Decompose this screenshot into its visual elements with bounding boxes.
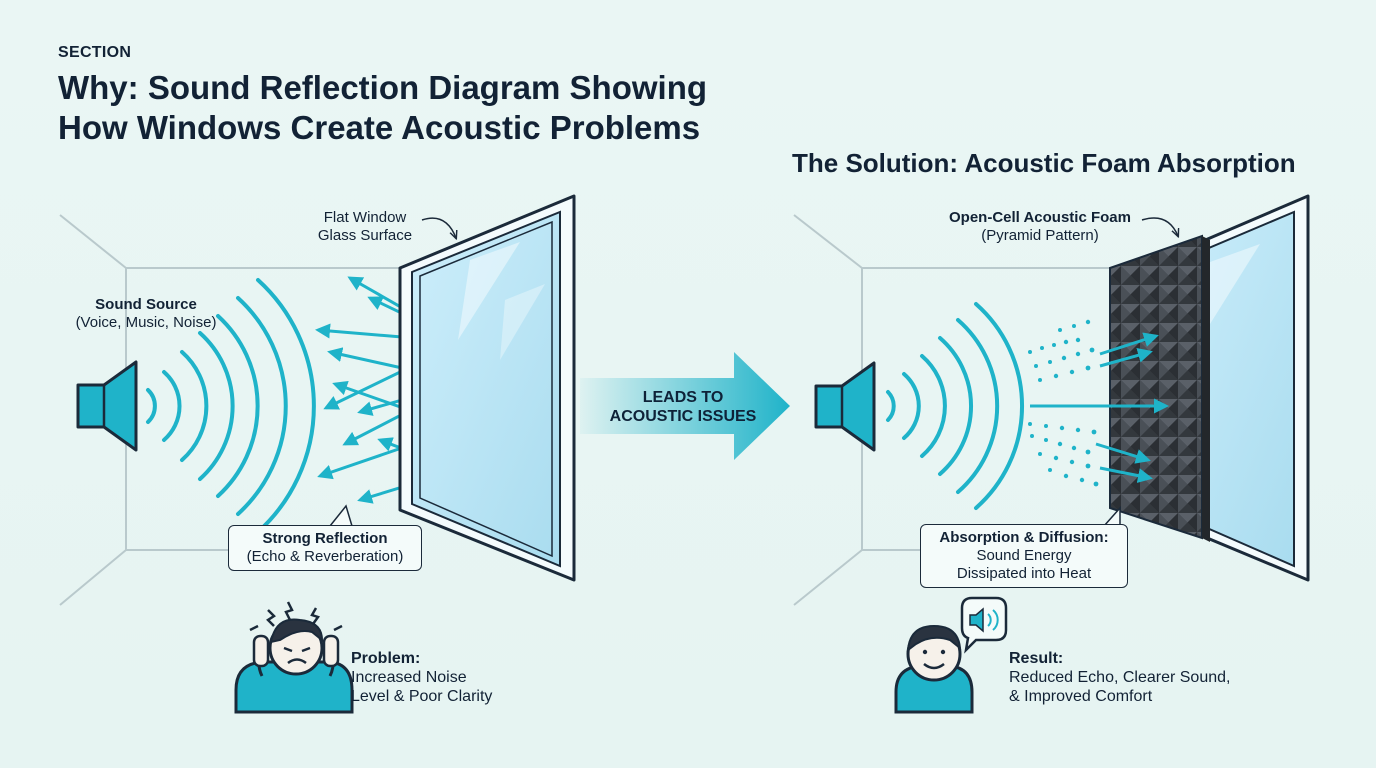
reflection-callout-pointer <box>329 504 353 527</box>
reflection-callout: Strong Reflection (Echo & Reverberation) <box>228 525 422 571</box>
page-title: Why: Sound Reflection Diagram Showing Ho… <box>58 69 708 146</box>
speaker-icon <box>76 360 138 452</box>
foam-title: Open-Cell Acoustic Foam <box>949 209 1131 226</box>
problem-line2: Level & Poor Clarity <box>351 688 493 705</box>
diffusion-particles <box>1028 319 1099 487</box>
frustrated-person-icon <box>234 601 354 714</box>
window-label-line1: Flat Window <box>323 209 407 226</box>
sound-source-label: Sound Source (Voice, Music, Noise) <box>56 296 236 332</box>
result-text: Result: Reduced Echo, Clearer Sound, & I… <box>1009 649 1230 706</box>
transition-line2: ACOUSTIC ISSUES <box>609 408 757 425</box>
reflection-title: Strong Reflection <box>262 530 388 547</box>
reflection-detail: (Echo & Reverberation) <box>246 548 404 565</box>
window-label-line2: Glass Surface <box>317 227 413 244</box>
speaker-icon-right <box>814 361 876 452</box>
happy-person-icon <box>894 624 974 714</box>
window-label: Flat Window Glass Surface <box>290 209 440 245</box>
transition-line1: LEADS TO <box>642 389 724 406</box>
absorption-arrows <box>1030 332 1169 484</box>
window-glass-icon <box>398 194 576 582</box>
result-title: Result: <box>1009 650 1064 667</box>
result-line1: Reduced Echo, Clearer Sound, <box>1009 669 1231 686</box>
absorption-line1: Sound Energy <box>976 547 1072 564</box>
result-line2: & Improved Comfort <box>1009 688 1153 705</box>
solution-title: The Solution: Acoustic Foam Absorption <box>792 148 1296 178</box>
foam-label-leader <box>1141 217 1178 236</box>
absorption-title: Absorption & Diffusion: <box>939 529 1109 546</box>
problem-text: Problem: Increased Noise Level & Poor Cl… <box>351 649 492 706</box>
foam-detail: (Pyramid Pattern) <box>981 227 1099 244</box>
problem-title: Problem: <box>351 650 421 667</box>
transition-label: LEADS TO ACOUSTIC ISSUES <box>590 388 776 426</box>
problem-line1: Increased Noise <box>351 669 467 686</box>
section-label: SECTION <box>58 44 132 61</box>
transition-arrow <box>580 352 790 460</box>
foam-label: Open-Cell Acoustic Foam (Pyramid Pattern… <box>930 209 1150 245</box>
absorption-callout: Absorption & Diffusion: Sound Energy Dis… <box>920 524 1128 588</box>
window-label-leader <box>421 217 456 238</box>
sound-source-title: Sound Source <box>95 296 197 313</box>
sound-wave-icon-right <box>886 302 1025 510</box>
absorption-line2: Dissipated into Heat <box>956 565 1092 582</box>
acoustic-foam-panel <box>1109 234 1210 542</box>
sound-source-detail: (Voice, Music, Noise) <box>75 314 217 331</box>
sound-wave-icon <box>146 278 316 534</box>
speech-bubble-sound-icon <box>960 596 1008 654</box>
